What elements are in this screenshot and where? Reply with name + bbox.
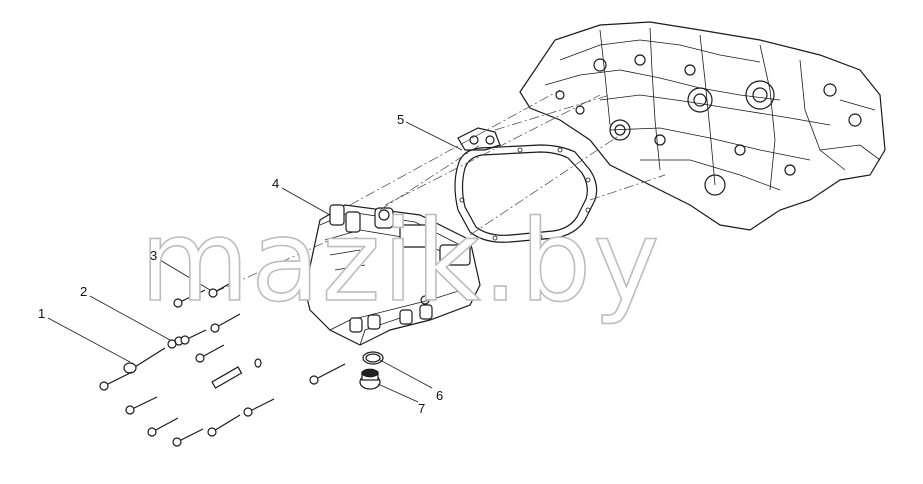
callout-2: 2 — [80, 284, 87, 299]
o-ring-part-6 — [362, 351, 384, 365]
watermark: mazik.by — [140, 197, 661, 327]
bolt-part-3 — [208, 279, 237, 298]
engine-block — [519, 21, 886, 231]
callout-3: 3 — [150, 248, 157, 263]
callout-7: 7 — [418, 401, 425, 416]
gasket-part-5 — [454, 127, 598, 243]
oil-cooler-housing-part-4 — [304, 204, 481, 346]
bolts-set — [99, 279, 346, 447]
callout-labels: 1 2 3 4 5 6 7 — [38, 112, 443, 416]
bolt-long-part-1 — [99, 347, 166, 391]
callout-1: 1 — [38, 306, 45, 321]
callout-5: 5 — [397, 112, 404, 127]
callout-6: 6 — [436, 388, 443, 403]
assembly-lines — [214, 89, 666, 293]
leader-lines — [47, 121, 463, 403]
plug-part-7 — [359, 368, 381, 390]
callout-4: 4 — [272, 176, 279, 191]
